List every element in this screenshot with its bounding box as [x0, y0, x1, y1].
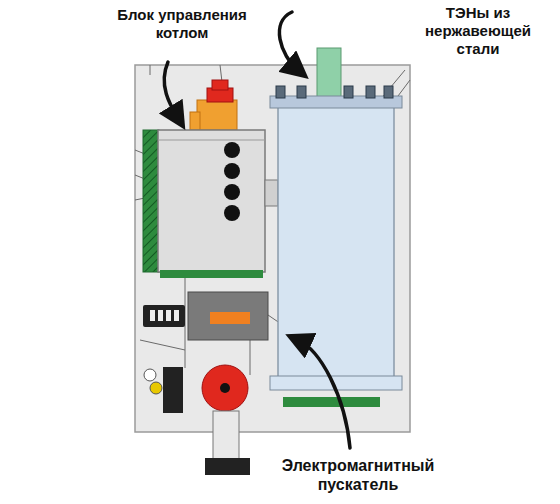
callout-label: Электромагнитный пускатель	[265, 456, 451, 494]
leader-arrow	[279, 12, 298, 70]
callout-label: ТЭНы из нержавеющей стали	[419, 4, 537, 58]
leader-arrow	[298, 340, 350, 448]
leader-arrow	[164, 62, 178, 118]
callout-label: Блок управления котлом	[102, 6, 262, 42]
